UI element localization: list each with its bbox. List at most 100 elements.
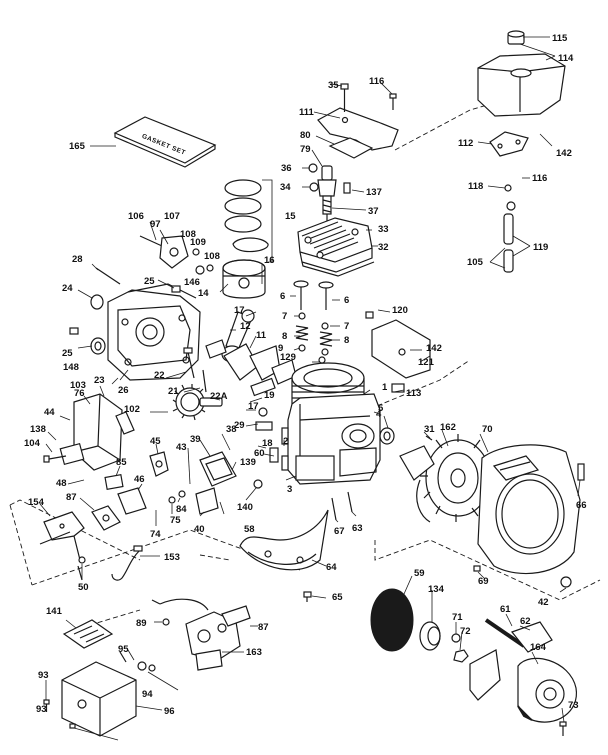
piston-rings [224, 179, 273, 263]
screw-89 [162, 618, 170, 626]
callout-25-left: 25 [62, 348, 73, 359]
filter-cover [61, 661, 137, 737]
callout-75: 75 [170, 515, 181, 526]
cam-gear [172, 384, 223, 421]
callout-22a: 22A [210, 391, 228, 402]
dowel-25 [69, 285, 181, 335]
washer-71 [451, 633, 461, 643]
callout-24: 24 [62, 283, 73, 294]
callout-104: 104 [24, 438, 41, 449]
callout-15: 15 [285, 211, 296, 222]
callout-36: 36 [281, 163, 292, 174]
decal-66 [577, 463, 585, 481]
screw-65 [303, 591, 312, 602]
spark-plug [317, 165, 337, 222]
callout-164: 164 [530, 642, 547, 653]
seal-24 [90, 294, 104, 310]
starter-handle-62 [469, 649, 501, 701]
bolt-104 [43, 455, 67, 463]
callout-97: 97 [150, 219, 161, 230]
callout-76: 76 [74, 388, 85, 399]
callout-66: 66 [576, 500, 587, 511]
callout-79: 79 [300, 144, 311, 155]
callout-102: 102 [124, 404, 140, 415]
callout-7-right: 7 [344, 321, 349, 332]
callout-70: 70 [482, 424, 493, 435]
nut-72 [453, 649, 469, 663]
callout-129: 129 [280, 352, 296, 363]
callout-17-mid: 17 [248, 401, 259, 412]
callout-50: 50 [78, 582, 89, 593]
callout-163: 163 [246, 647, 262, 658]
callout-120: 120 [392, 305, 408, 316]
callout-64: 64 [326, 562, 337, 573]
callout-67: 67 [334, 526, 345, 537]
callout-39: 39 [190, 434, 201, 445]
cup-134 [419, 621, 441, 651]
blower-housing [477, 444, 581, 575]
callout-80: 80 [300, 130, 311, 141]
callout-165: 165 [69, 141, 86, 152]
callout-108-b: 108 [204, 251, 220, 262]
intake-parts [104, 451, 263, 515]
callout-118: 118 [468, 181, 483, 192]
callout-37: 37 [368, 206, 379, 217]
callout-45: 45 [150, 436, 161, 447]
callout-34: 34 [280, 182, 291, 193]
callout-18: 18 [262, 438, 273, 449]
callout-16: 16 [264, 255, 275, 266]
governor-parts [139, 235, 214, 275]
callout-28: 28 [72, 254, 83, 265]
callout-2: 2 [283, 436, 288, 447]
callout-32: 32 [378, 242, 389, 253]
callout-6-left: 6 [280, 291, 285, 302]
callout-116-top: 116 [369, 76, 384, 87]
callout-148: 148 [63, 362, 79, 373]
callout-153: 153 [164, 552, 180, 563]
callout-72: 72 [460, 626, 471, 637]
callout-114: 114 [558, 53, 574, 64]
callout-26: 26 [118, 385, 129, 396]
callout-154: 154 [28, 497, 45, 508]
callout-3: 3 [287, 484, 292, 495]
callout-112: 112 [458, 138, 473, 149]
callout-103: 103 [70, 380, 86, 391]
carburetor [151, 598, 241, 671]
callout-19: 19 [264, 390, 275, 401]
callout-61: 61 [500, 604, 511, 615]
piston [222, 259, 266, 299]
callout-116-right: 116 [532, 173, 547, 184]
callout-46: 46 [134, 474, 145, 485]
callout-4: 4 [376, 409, 382, 420]
callout-142-top: 142 [556, 148, 572, 159]
screw-69 [473, 565, 481, 572]
callout-142-mid: 142 [426, 343, 442, 354]
callout-121: 121 [418, 357, 435, 368]
muffler [59, 393, 135, 471]
leader-lines [39, 36, 581, 741]
callout-11: 11 [256, 330, 267, 341]
callout-84: 84 [176, 504, 187, 515]
callout-107: 107 [164, 211, 180, 222]
wire-153 [111, 545, 143, 581]
tank-bracket [489, 131, 529, 157]
callout-111: 111 [299, 107, 315, 118]
seal-148 [90, 337, 106, 355]
callout-106: 106 [128, 211, 144, 222]
callout-8-right: 8 [344, 335, 349, 346]
callout-40: 40 [194, 524, 205, 535]
callout-6-right: 6 [344, 295, 349, 306]
callout-87-right: 87 [258, 622, 269, 633]
callout-95: 95 [118, 644, 129, 655]
callout-140: 140 [237, 502, 253, 513]
callout-137: 137 [366, 187, 382, 198]
callout-60: 60 [254, 448, 265, 459]
callout-5: 5 [378, 403, 384, 414]
air-baffle [239, 509, 329, 571]
callout-29: 29 [234, 420, 245, 431]
breather [318, 311, 431, 379]
callout-87-left: 87 [66, 492, 77, 503]
callout-65: 65 [332, 592, 343, 603]
starter-pulley [370, 588, 414, 652]
callout-113: 113 [406, 388, 421, 399]
